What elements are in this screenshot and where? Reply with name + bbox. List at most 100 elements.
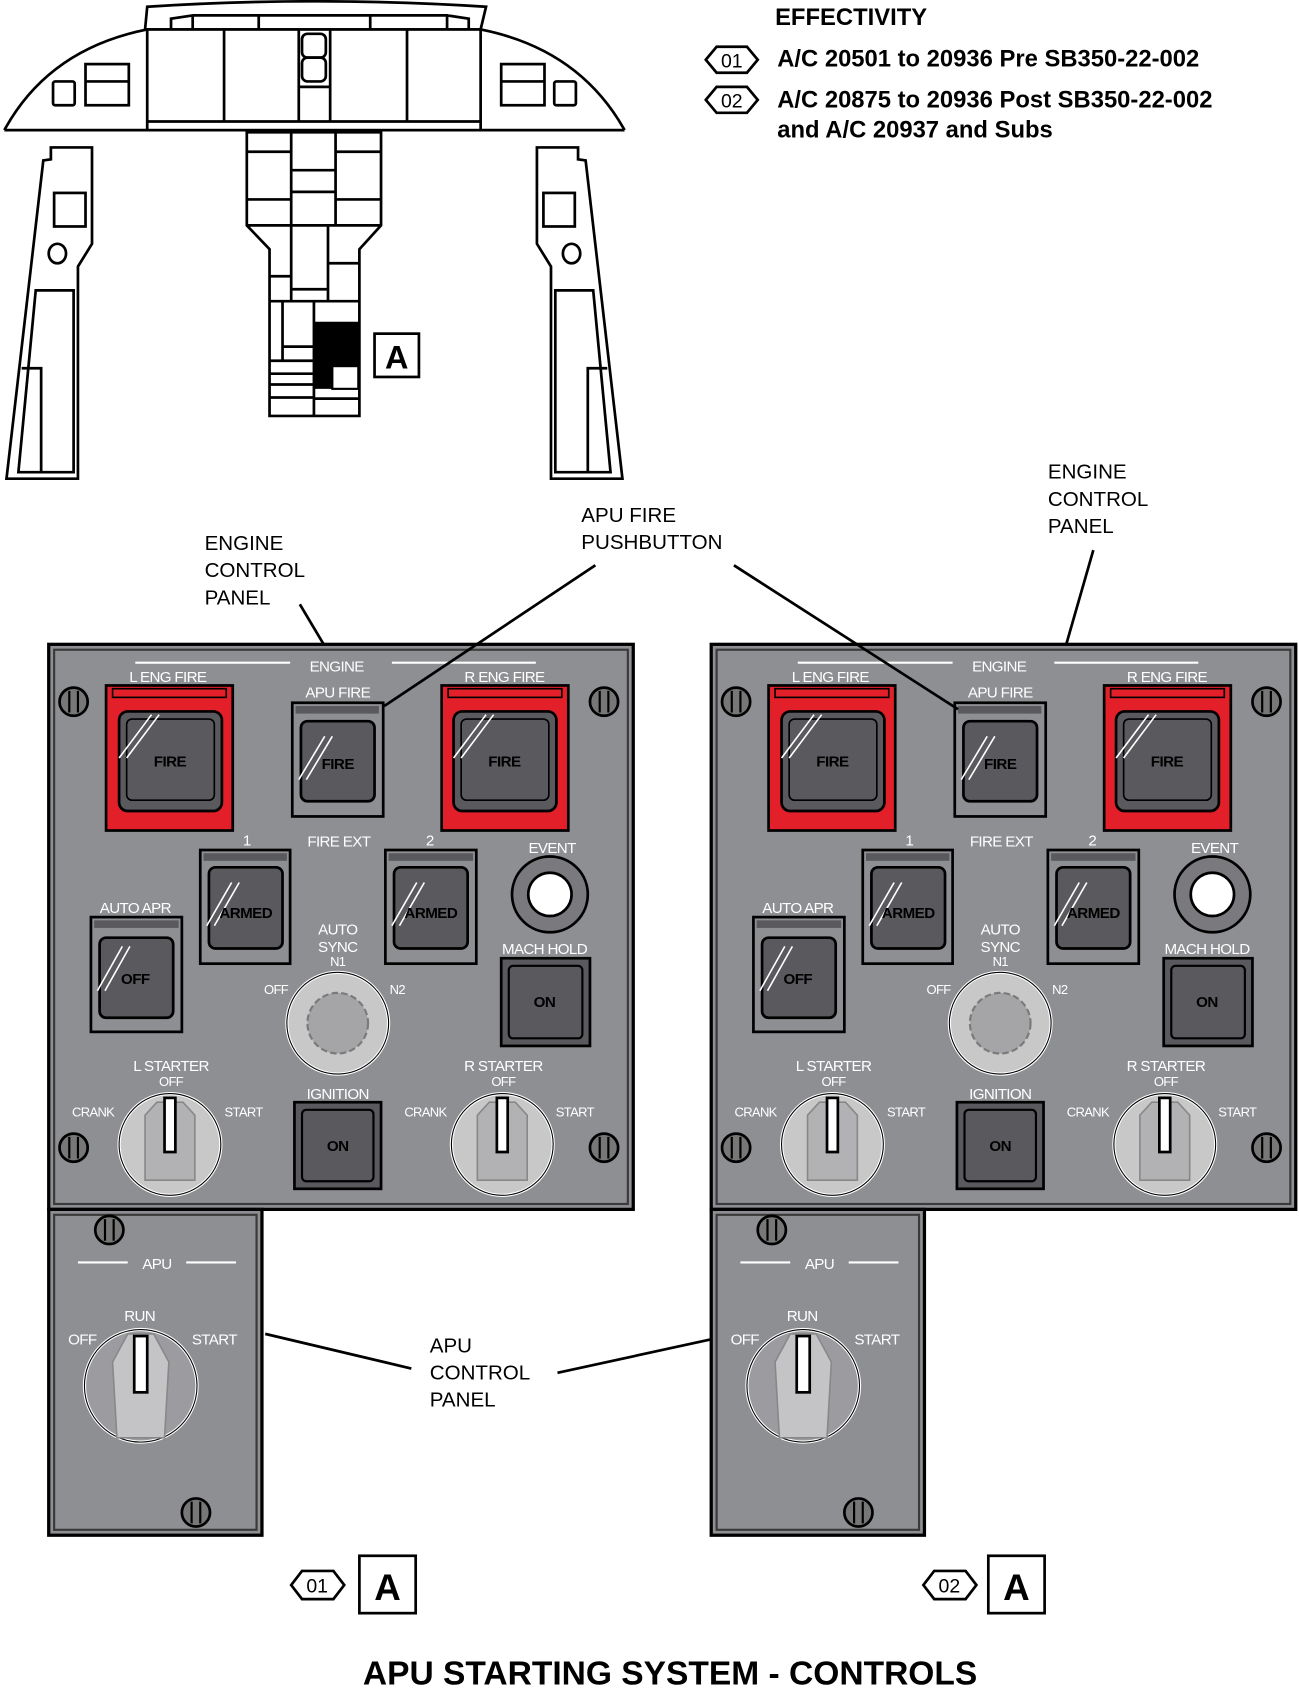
- r-starter-crank-label: CRANK: [1067, 1104, 1110, 1119]
- l-eng-fire-label: L ENG FIRE: [129, 669, 207, 686]
- apu-fire-pushbutton[interactable]: FIRE: [290, 701, 385, 818]
- screw-icon: [93, 1214, 125, 1246]
- view-a-label-01: A: [374, 1567, 401, 1608]
- screw-icon: [842, 1497, 874, 1528]
- r-starter-rotary-knob[interactable]: [449, 1091, 555, 1197]
- view-code-01: 01: [306, 1576, 328, 1598]
- locator-a-label: A: [385, 339, 408, 375]
- l-starter-label: L STARTER: [133, 1058, 209, 1075]
- apu-rotary-selector-knob[interactable]: [82, 1327, 199, 1444]
- mach-hold-on-button[interactable]: ON: [499, 956, 592, 1048]
- screw-icon: [720, 1132, 752, 1164]
- r-eng-fire-button[interactable]: FIRE: [1102, 684, 1233, 832]
- effectivity-title: EFFECTIVITY: [775, 4, 927, 31]
- mach-hold-label: MACH HOLD: [1164, 941, 1250, 958]
- auto-sync-off-label: OFF: [264, 982, 289, 997]
- l-eng-fire-text: FIRE: [816, 754, 849, 771]
- apu-run-label: RUN: [787, 1308, 818, 1325]
- event-button[interactable]: [1173, 855, 1252, 934]
- apu-rotary-selector-knob[interactable]: [745, 1327, 862, 1444]
- ignition-label: IGNITION: [307, 1086, 369, 1103]
- mach-hold-label: MACH HOLD: [502, 941, 588, 958]
- auto-sync-selector-knob[interactable]: [285, 970, 391, 1076]
- auto-sync-label-1: AUTO: [318, 921, 358, 938]
- effectivity-text-01: A/C 20501 to 20936 Pre SB350-22-002: [777, 45, 1199, 72]
- l-eng-fire-button[interactable]: FIRE: [767, 684, 897, 832]
- apu-panel-title: APU: [805, 1256, 834, 1273]
- armed-2-text: ARMED: [1067, 905, 1120, 922]
- auto-apr-off-button[interactable]: OFF: [752, 915, 846, 1034]
- event-button[interactable]: [510, 855, 590, 934]
- apu-start-label: START: [192, 1332, 237, 1349]
- mach-hold-on-button[interactable]: ON: [1162, 956, 1254, 1048]
- callout-apu-panel-1: APU: [430, 1334, 472, 1357]
- armed-1-text: ARMED: [882, 905, 935, 922]
- mach-hold-on-text: ON: [534, 994, 556, 1011]
- view-label-02: 02 A: [921, 1554, 1046, 1615]
- screw-icon: [588, 686, 620, 718]
- effectivity-hex-01: [704, 45, 760, 75]
- effectivity-text-02-line2: and A/C 20937 and Subs: [777, 117, 1053, 144]
- callout-apu-panel-3: PANEL: [430, 1388, 496, 1411]
- r-starter-label: R STARTER: [464, 1058, 543, 1075]
- r-starter-off-label: OFF: [1154, 1074, 1179, 1089]
- view-a-label-02: A: [1003, 1567, 1030, 1608]
- engine-title: ENGINE: [310, 658, 365, 675]
- mach-hold-on-text: ON: [1196, 994, 1218, 1011]
- fire-ext-label: FIRE EXT: [307, 834, 370, 851]
- r-starter-start-label: START: [556, 1104, 595, 1119]
- effectivity-text-02: A/C 20875 to 20936 Post SB350-22-002: [777, 86, 1212, 113]
- l-starter-rotary-knob[interactable]: [779, 1091, 885, 1197]
- ignition-on-button[interactable]: ON: [293, 1100, 383, 1191]
- apu-fire-pushbutton[interactable]: FIRE: [953, 701, 1048, 818]
- fire-ext-1-armed-button[interactable]: ARMED: [861, 848, 954, 966]
- auto-apr-off-text: OFF: [783, 971, 812, 988]
- effectivity-hex-02: [704, 85, 760, 115]
- l-starter-start-label: START: [225, 1104, 264, 1119]
- fire-ext-1-armed-button[interactable]: ARMED: [198, 848, 292, 966]
- auto-apr-label: AUTO APR: [762, 900, 834, 917]
- engine-apu-panels-view-02: ENGINE L ENG FIRE FIRE APU FIRE: [709, 642, 1298, 1537]
- callout-apu-fire-1: APU FIRE: [581, 504, 676, 527]
- r-eng-fire-text: FIRE: [1151, 754, 1184, 771]
- l-starter-off-label: OFF: [159, 1074, 184, 1089]
- callout-engine-panel-left-3: PANEL: [205, 586, 271, 609]
- callout-engine-panel-right-3: PANEL: [1048, 515, 1114, 538]
- fire-ext-2-armed-button[interactable]: ARMED: [384, 848, 478, 966]
- engine-control-panel: ENGINE L ENG FIRE FIRE APU FIRE: [47, 642, 635, 1212]
- event-label: EVENT: [1191, 840, 1239, 857]
- r-starter-rotary-knob[interactable]: [1112, 1091, 1218, 1197]
- auto-sync-n1-label: N1: [993, 954, 1009, 969]
- screw-icon: [1251, 1132, 1282, 1164]
- auto-sync-off-label: OFF: [927, 982, 952, 997]
- fire-ext-2-armed-button[interactable]: ARMED: [1046, 848, 1141, 966]
- r-eng-fire-label: R ENG FIRE: [1127, 669, 1208, 686]
- apu-fire-leader-lines: [383, 564, 959, 711]
- r-starter-crank-label: CRANK: [404, 1104, 447, 1119]
- l-starter-label: L STARTER: [796, 1058, 872, 1075]
- ignition-on-button[interactable]: ON: [955, 1100, 1045, 1191]
- r-eng-fire-button[interactable]: FIRE: [440, 684, 570, 832]
- auto-sync-label-1: AUTO: [981, 921, 1021, 938]
- armed-1-text: ARMED: [219, 905, 272, 922]
- l-starter-crank-label: CRANK: [734, 1104, 777, 1119]
- left-side-panel: [4, 146, 94, 481]
- engine-apu-panels-view-01: ENGINE L ENG FIRE FIRE APU FIRE: [47, 642, 635, 1537]
- apu-off-label: OFF: [68, 1332, 97, 1349]
- fire-ext-2-label: 2: [1088, 833, 1096, 850]
- auto-apr-off-button[interactable]: OFF: [89, 915, 184, 1034]
- l-eng-fire-button[interactable]: FIRE: [104, 684, 235, 832]
- screw-icon: [180, 1497, 212, 1528]
- apu-start-label: START: [854, 1332, 899, 1349]
- locator-a-box: [373, 332, 421, 379]
- screw-icon: [756, 1214, 788, 1246]
- screw-icon: [588, 1132, 620, 1164]
- apu-fire-label: APU FIRE: [968, 684, 1033, 701]
- apu-fire-text: FIRE: [984, 756, 1017, 773]
- l-starter-rotary-knob[interactable]: [117, 1091, 223, 1197]
- auto-sync-label-2: SYNC: [318, 939, 358, 956]
- engine-control-panel: ENGINE L ENG FIRE FIRE APU FIRE: [709, 642, 1298, 1212]
- ignition-on-text: ON: [327, 1138, 349, 1155]
- apu-control-panel: APU RUN OFF START: [47, 1207, 264, 1537]
- auto-sync-selector-knob[interactable]: [947, 970, 1053, 1076]
